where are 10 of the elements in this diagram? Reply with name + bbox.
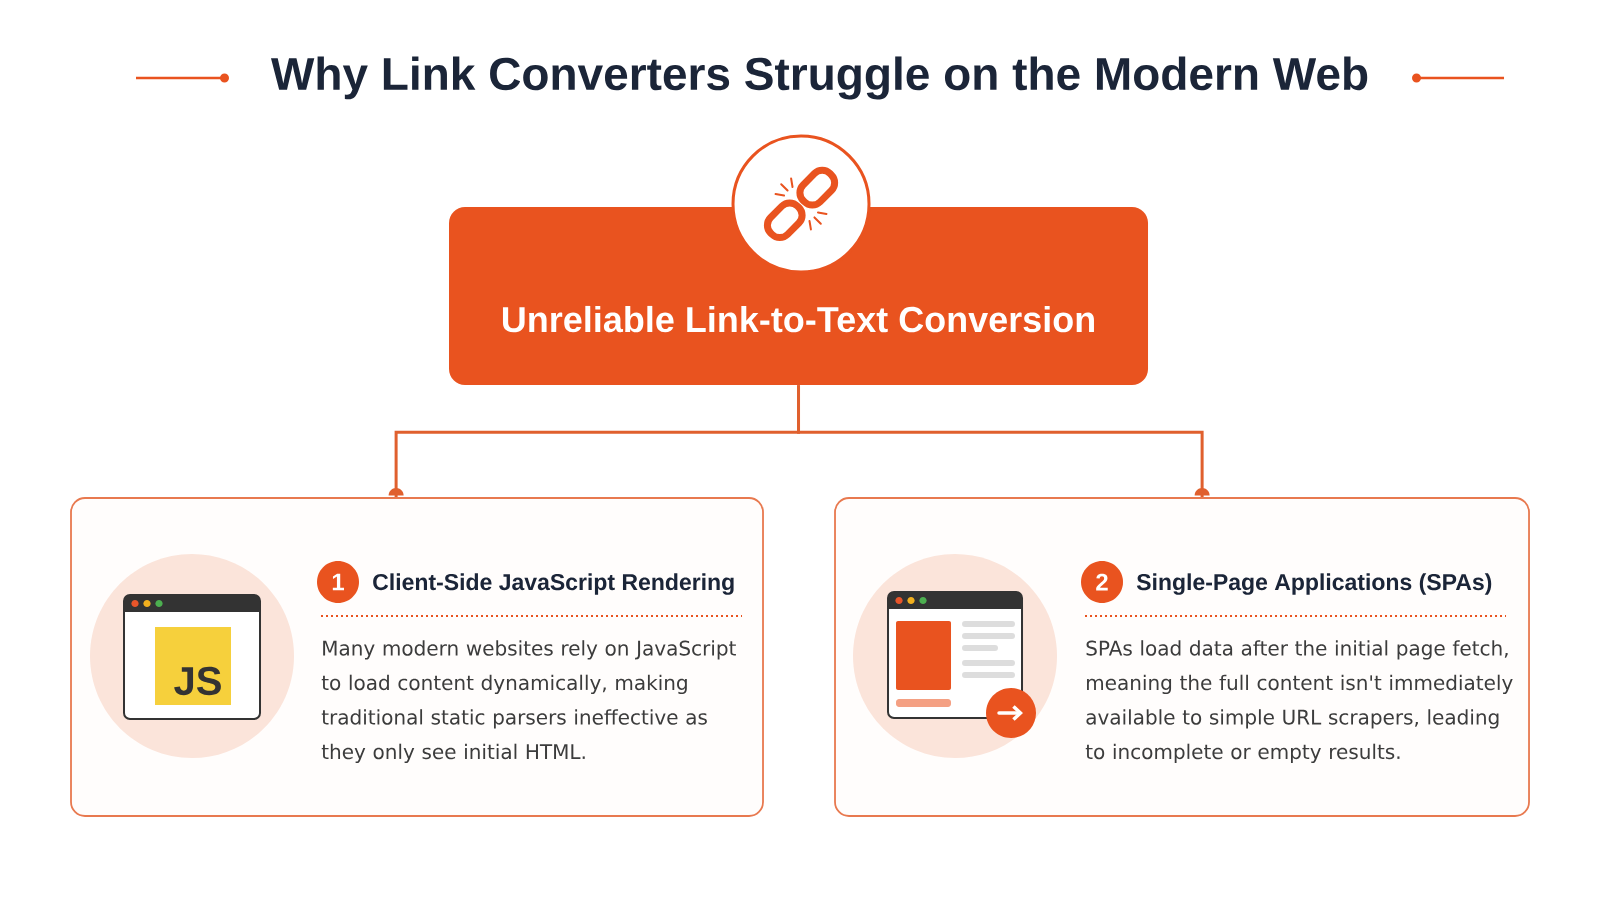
heading: Single-Page Applications (SPAs) — [1136, 573, 1492, 595]
number-badge: 1 — [317, 561, 359, 603]
body-text: Many modern websites rely on JavaScript to load content dynamically, making traditional static parsers ineffective as they only see initial HTML. — [321, 640, 736, 764]
heading: Client-Side JavaScript Rendering — [373, 573, 734, 595]
title: Why Link Converters Struggle on the Modern Web — [271, 56, 1368, 100]
icon-text: JS — [174, 666, 221, 696]
body-text: SPAs load data after the initial page fetch, meaning the full content isn't immediately available to simple URL scrapers, leading to incomplete or empty results. — [1085, 640, 1513, 764]
number-badge: 2 — [1081, 561, 1123, 603]
connector — [797, 385, 1210, 498]
banner: Unreliable Link-to-Text Conversion — [449, 207, 1148, 385]
